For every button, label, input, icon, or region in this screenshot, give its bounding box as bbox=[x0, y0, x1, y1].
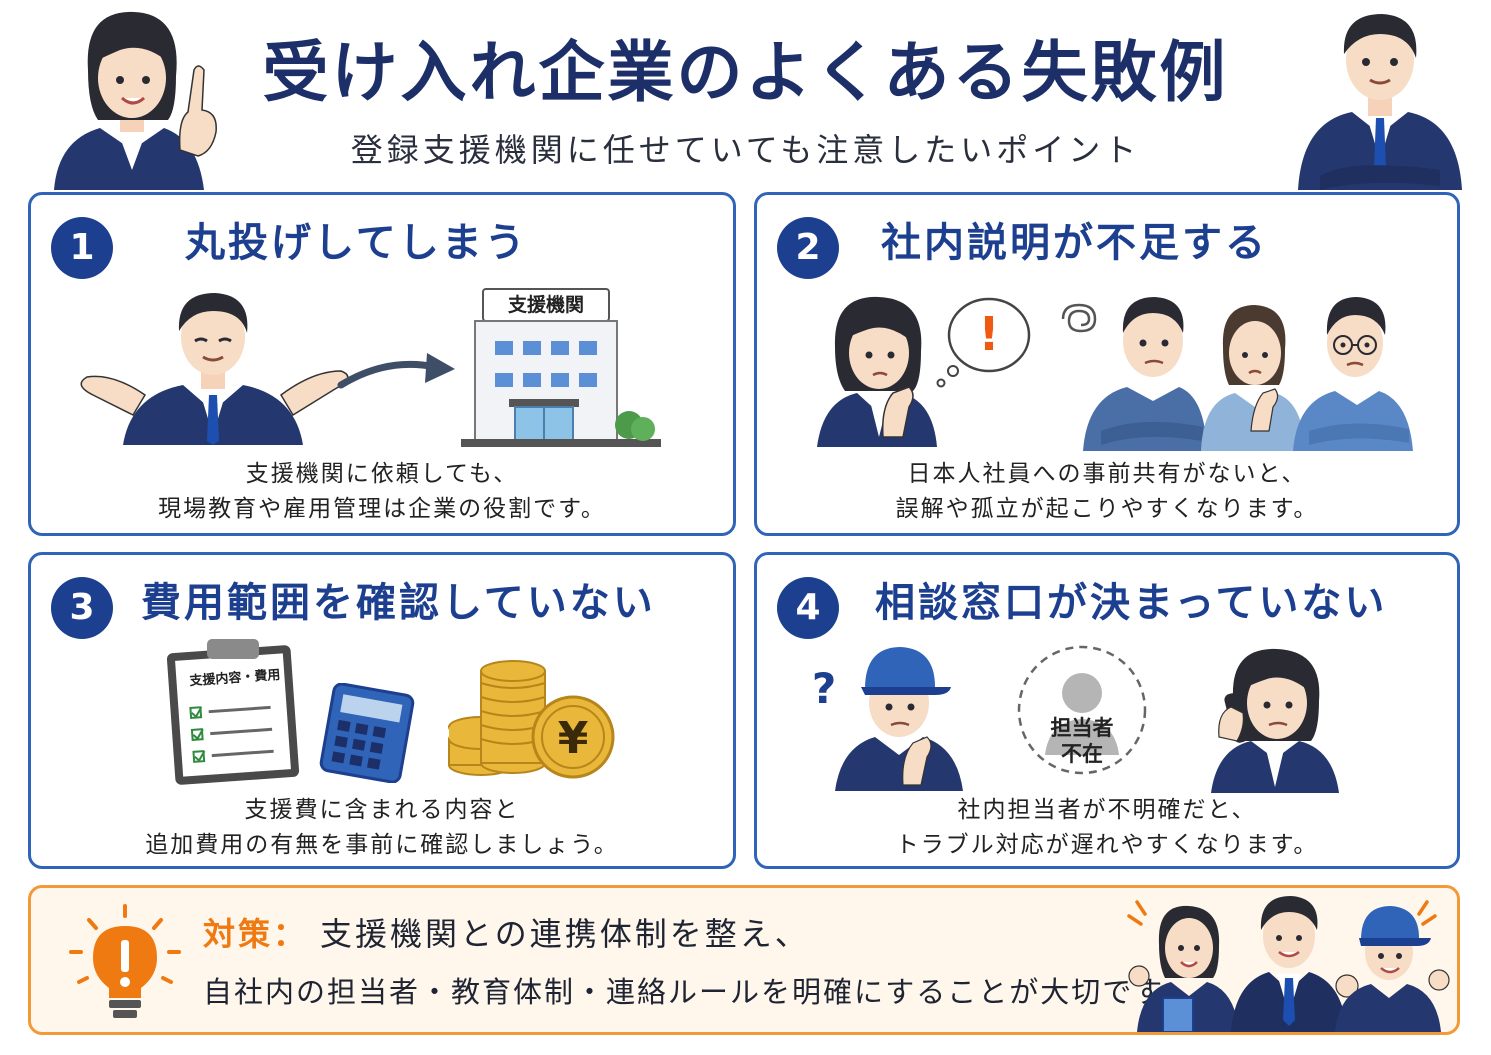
card-description: 社内担当者が不明確だと、 トラブル対応が遅れやすくなります。 bbox=[895, 797, 1319, 858]
support-agency-building: 支援機関 bbox=[461, 287, 661, 447]
card-contact-point: 4 相談窓口が決まっていない ? 担当者 不在 社内担当者が不明確だと、 bbox=[754, 552, 1460, 869]
absent-staff-placeholder: 担当者 不在 bbox=[1015, 643, 1149, 777]
yen-coin-icon: ¥ bbox=[557, 713, 589, 764]
card-outsourcing: 1 丸投げしてしまう 支援機関 bbox=[28, 192, 736, 536]
exclamation-icon: ! bbox=[978, 307, 1000, 361]
confused-worker-illustration bbox=[835, 647, 963, 791]
building-sign-label: 支援機関 bbox=[507, 294, 584, 316]
businessman-shrugging-illustration bbox=[80, 293, 349, 445]
puzzled-coworkers-illustration bbox=[1083, 297, 1413, 451]
worried-woman-illustration bbox=[817, 296, 937, 447]
card-number: 1 bbox=[51, 217, 113, 279]
card-cost-scope: 3 費用範囲を確認していない 支援内容・費用 bbox=[28, 552, 736, 869]
card-description: 日本人社員への事前共有がないと、 誤解や孤立が起こりやすくなります。 bbox=[895, 461, 1319, 522]
clipboard-checklist-illustration: 支援内容・費用 bbox=[167, 635, 303, 785]
solution-line-1: 対策：支援機関との連携体制を整え、 bbox=[203, 915, 810, 953]
businessman-arms-crossed-illustration bbox=[1298, 14, 1462, 190]
solution-label: 対策： bbox=[203, 915, 309, 953]
card-description: 支援費に含まれる内容と 追加費用の有無を事前に確認しましょう。 bbox=[145, 797, 619, 858]
card-title: 相談窓口が決まっていない bbox=[875, 580, 1388, 626]
card-title: 費用範囲を確認していない bbox=[141, 580, 656, 626]
card-title: 社内説明が不足する bbox=[881, 220, 1268, 266]
card-number: 2 bbox=[777, 217, 839, 279]
woman-on-phone-illustration bbox=[1211, 648, 1339, 793]
confused-scribble-icon bbox=[1061, 303, 1097, 333]
card-number: 4 bbox=[777, 577, 839, 639]
solution-banner: 対策：支援機関との連携体制を整え、 自社内の担当者・教育体制・連絡ルールを明確に… bbox=[28, 885, 1460, 1035]
header: 受け入れ企業のよくある失敗例 登録支援機関に任せていても注意したいポイント bbox=[0, 0, 1491, 190]
question-icon: ? bbox=[811, 664, 837, 713]
absent-staff-label: 担当者 不在 bbox=[1050, 716, 1114, 766]
lightbulb-icon bbox=[69, 904, 181, 1018]
woman-presenter-illustration bbox=[54, 11, 217, 190]
page-title: 受け入れ企業のよくある失敗例 bbox=[262, 34, 1229, 111]
cheering-team-illustration bbox=[1127, 896, 1450, 1032]
card-description: 支援機関に依頼しても、 現場教育や雇用管理は企業の役割です。 bbox=[158, 461, 606, 522]
card-internal-explanation: 2 社内説明が不足する ! bbox=[754, 192, 1460, 536]
calculator-icon bbox=[319, 683, 415, 783]
solution-line-2: 自社内の担当者・教育体制・連絡ルールを明確にすることが大切です。 bbox=[203, 975, 1193, 1009]
arrow-icon bbox=[337, 353, 455, 389]
card-number: 3 bbox=[51, 577, 113, 639]
page-subtitle: 登録支援機関に任せていても注意したいポイント bbox=[350, 131, 1141, 169]
exclamation-speech-bubble bbox=[936, 297, 1031, 388]
card-title: 丸投げしてしまう bbox=[185, 220, 528, 266]
coin-stack-illustration bbox=[448, 660, 615, 779]
